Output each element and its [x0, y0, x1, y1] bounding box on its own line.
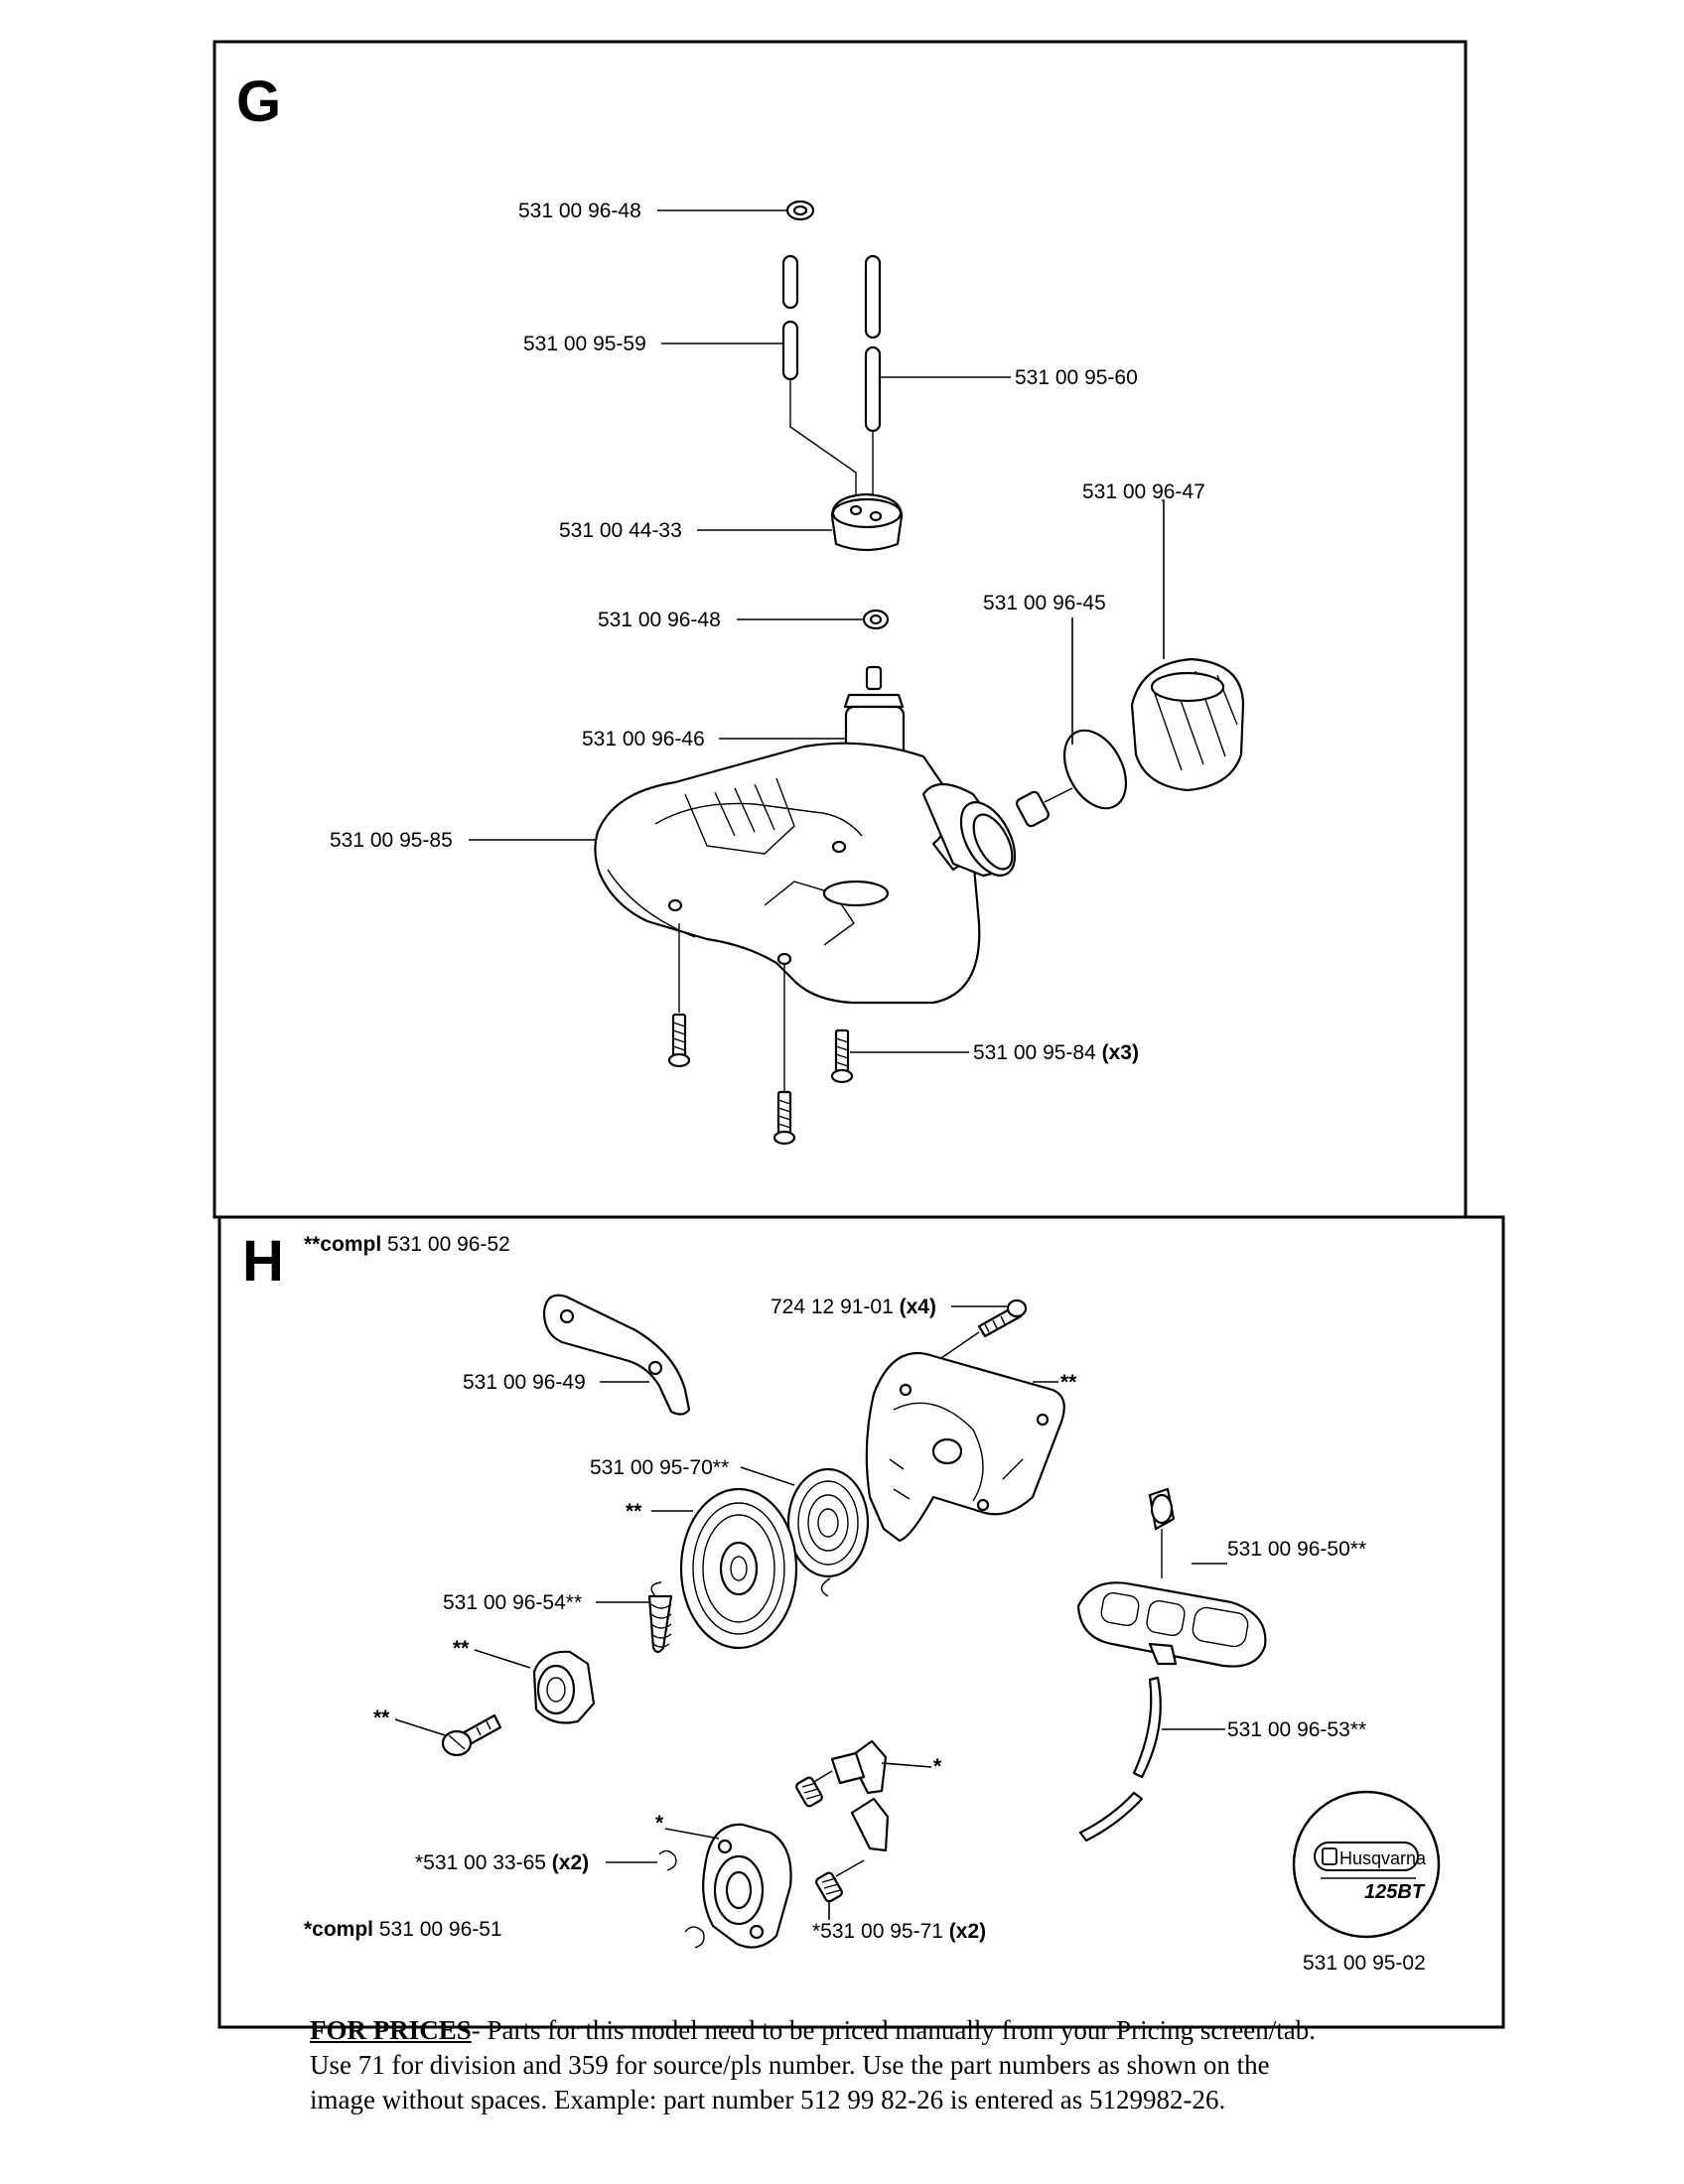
logo-brand: Husqvarna	[1339, 1848, 1427, 1868]
bolt-part	[441, 1713, 502, 1757]
fuel-tank-part	[594, 742, 981, 1005]
label-grommet-mid: 531 00 96-48	[598, 609, 721, 631]
pricing-note-heading: FOR PRICES	[310, 2015, 472, 2045]
label-tank-grommet: 531 00 44-33	[559, 519, 682, 542]
grommet-mid-part	[862, 609, 890, 630]
label-screw-g: 531 00 95-84 (x3)	[973, 1041, 1139, 1064]
cap-retainer-part	[1016, 787, 1073, 828]
leader-hub-mark	[474, 1649, 531, 1669]
label-compl-kit: *compl 531 00 96-51	[304, 1918, 502, 1941]
pulley-part	[679, 1487, 798, 1650]
label-flange-mark: *	[655, 1812, 664, 1835]
husqvarna-logo: Husqvarna 125BT	[1292, 1790, 1441, 1939]
panel-h-frame	[217, 1215, 1505, 2029]
pawl-lower-part	[850, 1797, 890, 1852]
pricing-note-line-3: image without spaces. Example: part numb…	[310, 2085, 1226, 2115]
h-compl-heading: **compl 531 00 96-52	[304, 1233, 510, 1256]
label-gasket: 531 00 96-45	[983, 592, 1106, 614]
label-h-screw: 724 12 91-01 (x4)	[771, 1296, 936, 1318]
hose-right-part	[864, 254, 882, 433]
leader-fuel-cap	[1162, 499, 1165, 659]
gasket-part	[1062, 729, 1128, 810]
pricing-note-line-2: Use 71 for division and 359 for source/p…	[310, 2050, 1270, 2080]
hose-left-routing	[789, 379, 857, 504]
pricing-note-line-1: FOR PRICES- Parts for this model need to…	[310, 2015, 1317, 2045]
grommet-top-part	[785, 200, 815, 221]
label-hub-mark: **	[453, 1637, 470, 1660]
label-grommet-top: 531 00 96-48	[518, 200, 641, 222]
rope-knot-part	[1148, 1487, 1176, 1578]
label-housing-mark: **	[1060, 1371, 1077, 1394]
pricing-note: FOR PRICES- Parts for this model need to…	[310, 2013, 1521, 2117]
bracket-part	[542, 1294, 691, 1416]
screw-2-part	[772, 965, 796, 1146]
screw-1-part	[667, 923, 691, 1068]
label-handle: 531 00 96-50**	[1227, 1538, 1366, 1561]
fuel-cap-part	[1130, 657, 1245, 792]
rope-part	[1078, 1676, 1162, 1843]
label-spring: 531 00 95-70**	[590, 1456, 729, 1479]
washer-part	[658, 1849, 705, 1949]
leader-flange-mark	[664, 1828, 720, 1840]
starter-handle-part	[1076, 1581, 1267, 1668]
label-pawl-spring: *531 00 95-71 (x2)	[812, 1920, 986, 1943]
label-hose-left: 531 00 95-59	[523, 333, 646, 355]
tank-grommet-part	[830, 492, 904, 552]
logo-model: 125BT	[1364, 1881, 1426, 1903]
pawl-spring-part	[795, 1776, 865, 1903]
label-small-spring: 531 00 96-54**	[443, 1591, 582, 1614]
small-spring-part	[647, 1581, 673, 1654]
label-rope: 531 00 96-53**	[1227, 1718, 1366, 1741]
drive-flange-part	[702, 1823, 792, 1949]
starter-housing-part	[865, 1351, 1065, 1543]
label-pulley-mark: **	[626, 1500, 642, 1523]
section-h-letter: H	[242, 1229, 284, 1294]
tank-neck-part	[921, 782, 1017, 878]
leader-bolt-mark	[394, 1718, 446, 1736]
hose-left-part	[781, 254, 799, 381]
housing-screw-part	[940, 1298, 1028, 1359]
label-bolt-mark: **	[373, 1706, 390, 1729]
leader-pawl-mark	[881, 1762, 932, 1768]
pawl-top-part	[811, 1739, 888, 1795]
hub-part	[532, 1650, 596, 1724]
leader-spring	[740, 1466, 795, 1486]
label-bracket: 531 00 96-49	[463, 1371, 586, 1394]
label-fuel-filter: 531 00 96-46	[582, 728, 705, 751]
screw-3-part	[830, 1028, 854, 1084]
label-fuel-tank: 531 00 95-85	[330, 829, 453, 852]
label-washer: *531 00 33-65 (x2)	[415, 1851, 589, 1874]
diagram-number: 531 00 95-02	[1303, 1952, 1426, 1975]
label-pawl-mark: *	[933, 1755, 942, 1778]
section-g-letter: G	[236, 69, 281, 134]
recoil-spring-part	[786, 1467, 870, 1597]
label-hose-right: 531 00 95-60	[1015, 366, 1138, 389]
label-fuel-cap: 531 00 96-47	[1082, 480, 1205, 503]
